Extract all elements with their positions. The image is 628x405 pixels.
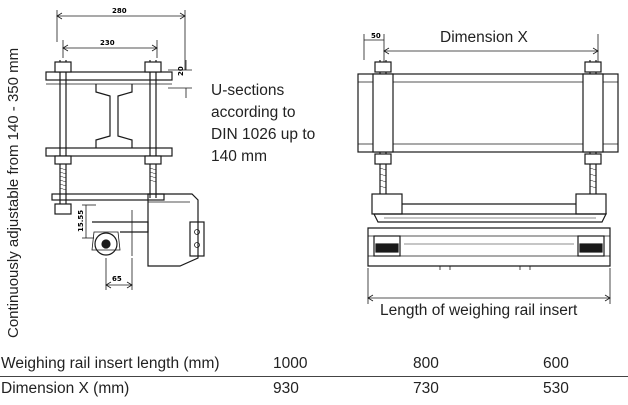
dimension-x-label: Dimension X (440, 29, 528, 46)
table-cell: 600 (543, 352, 628, 377)
table-cell: 800 (413, 352, 543, 377)
technical-drawing: 280 230 20 15.55 65 (5, 7, 619, 338)
dim-15-55-label: 15.55 (77, 210, 85, 232)
dim-65-label: 65 (112, 275, 122, 283)
note-line: according to (211, 104, 296, 121)
note-line: DIN 1026 up to (211, 126, 316, 143)
table-cell: 930 (273, 380, 299, 397)
dim-230-label: 230 (100, 39, 115, 47)
rail-insert-length-label: Length of weighing rail insert (380, 302, 578, 319)
front-view-drawing (357, 34, 619, 304)
table-cell: 530 (543, 380, 569, 397)
row-label: Dimension X (mm) (1, 380, 130, 397)
u-sections-note: U-sections according to DIN 1026 up to 1… (211, 80, 351, 168)
table-cell: 1000 (273, 352, 413, 377)
note-line: 140 mm (211, 148, 267, 165)
dim-280-label: 280 (112, 7, 127, 15)
note-line: U-sections (211, 82, 285, 99)
side-view-drawing (45, 10, 205, 290)
row-label: Weighing rail insert length (mm) (0, 352, 273, 377)
table-row: Dimension X (mm) 930 730 530 (0, 377, 628, 402)
dimension-table: Weighing rail insert length (mm) 1000 80… (0, 352, 628, 401)
adjustable-range-label: Continuously adjustable from 140 - 350 m… (5, 48, 22, 338)
dim-20-label: 20 (177, 66, 185, 76)
dim-50-label: 50 (371, 32, 381, 40)
table-row: Weighing rail insert length (mm) 1000 80… (0, 352, 628, 377)
table-cell: 730 (413, 380, 439, 397)
